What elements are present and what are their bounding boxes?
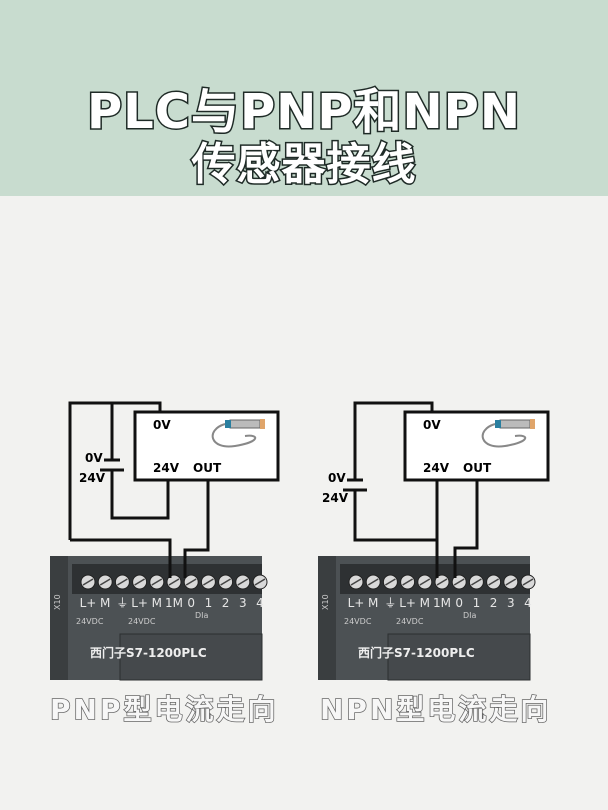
terminal-label-1: M	[368, 596, 378, 610]
screw-slot	[203, 578, 214, 586]
terminal-label-9: 3	[239, 596, 247, 610]
screw-slot	[117, 578, 128, 586]
wire-0v-battery	[68, 401, 114, 540]
terminal-label-0: L+	[80, 596, 97, 610]
plc-side	[318, 556, 336, 680]
wire-0v-sensor	[112, 401, 162, 412]
screw-slot	[471, 578, 482, 586]
screw-slot	[436, 578, 448, 586]
terminal-label-6: 0	[455, 596, 463, 610]
sensor-ring	[495, 420, 501, 428]
terminal-label-7: 1	[205, 596, 213, 610]
npn-caption: NPN型电流走向	[319, 692, 552, 727]
screw-slot	[453, 578, 465, 586]
terminal-label-7: 1	[473, 596, 481, 610]
terminal-label-2: ⏚	[116, 596, 128, 610]
vdc-label-2: 24VDC	[396, 617, 424, 626]
plc-x10: X10	[321, 594, 330, 610]
screw-slot	[367, 578, 379, 586]
proximity-sensor-icon	[229, 419, 261, 429]
terminal-label-5: 1M	[433, 596, 451, 610]
terminal-label-4: M	[152, 596, 162, 610]
plc-panel	[387, 633, 531, 681]
title-line-2: 传感器接线	[190, 138, 417, 192]
screw-slot	[168, 578, 180, 586]
screw-slot	[350, 578, 362, 586]
terminal-label-0: L+	[348, 596, 365, 610]
terminal-label-6: 0	[187, 596, 195, 610]
terminal-label-3: L+	[131, 596, 148, 610]
terminal-label-10: 4	[524, 596, 532, 610]
battery-0v: 0V	[85, 451, 103, 465]
sensor-0v: 0V	[423, 418, 441, 432]
screw-slot	[220, 578, 231, 586]
terminal-label-8: 2	[490, 596, 498, 610]
sensor-ring	[225, 420, 231, 428]
terminal-label-9: 3	[507, 596, 515, 610]
vdc-label-2: 24VDC	[128, 617, 156, 626]
screw-slot	[237, 578, 249, 586]
wire-out-di0	[183, 480, 210, 578]
screw-slot	[522, 578, 534, 586]
screw-slot	[134, 578, 145, 586]
sensor-24v: 24V	[423, 461, 450, 475]
plc-side	[50, 556, 68, 680]
plc-model: 西门子S7-1200PLC	[358, 645, 475, 660]
di-label: DIa	[463, 611, 477, 620]
sensor-cable	[481, 423, 527, 448]
wire-24v-1m	[353, 490, 437, 542]
terminal-label-5: 1M	[165, 596, 183, 610]
screw-slot	[385, 578, 396, 586]
di-label: DIa	[195, 611, 209, 620]
wire-out-di0	[453, 480, 479, 578]
sensor-tip	[260, 419, 265, 429]
battery-0v: 0V	[328, 471, 346, 485]
screw-slot	[402, 578, 413, 586]
screw-slot	[419, 578, 431, 586]
vdc-label-1: 24VDC	[76, 617, 104, 626]
terminal-label-10: 4	[256, 596, 264, 610]
terminal-label-1: M	[100, 596, 110, 610]
pnp-caption: PNP型电流走向	[49, 692, 279, 727]
screw-slot	[254, 578, 266, 586]
battery-24v: 24V	[322, 491, 349, 505]
battery-24v: 24V	[79, 471, 106, 485]
wire-1m	[70, 538, 172, 578]
wire-0v-sensor	[353, 401, 434, 480]
terminal-label-2: ⏚	[384, 596, 396, 610]
wire-24v-sensor	[110, 470, 170, 520]
terminal-label-3: L+	[399, 596, 416, 610]
plc-panel	[119, 633, 263, 681]
screw-slot	[151, 578, 163, 586]
screw-slot	[488, 578, 499, 586]
screw-slot	[505, 578, 517, 586]
sensor-cable	[211, 423, 257, 448]
sensor-out: OUT	[463, 461, 492, 475]
terminal-label-4: M	[420, 596, 430, 610]
sensor-tip	[530, 419, 535, 429]
sensor-24v: 24V	[153, 461, 180, 475]
proximity-sensor-icon	[499, 419, 531, 429]
header-banner: PLC与PNP和NPN 传感器接线	[0, 0, 608, 196]
sensor-out: OUT	[193, 461, 222, 475]
screw-slot	[185, 578, 197, 586]
sensor-0v: 0V	[153, 418, 171, 432]
vdc-label-1: 24VDC	[344, 617, 372, 626]
plc-x10: X10	[53, 594, 62, 610]
title-line-1: PLC与PNP和NPN	[85, 83, 522, 142]
plc-model: 西门子S7-1200PLC	[90, 645, 207, 660]
screw-slot	[82, 578, 94, 586]
screw-slot	[99, 578, 111, 586]
terminal-label-8: 2	[222, 596, 230, 610]
